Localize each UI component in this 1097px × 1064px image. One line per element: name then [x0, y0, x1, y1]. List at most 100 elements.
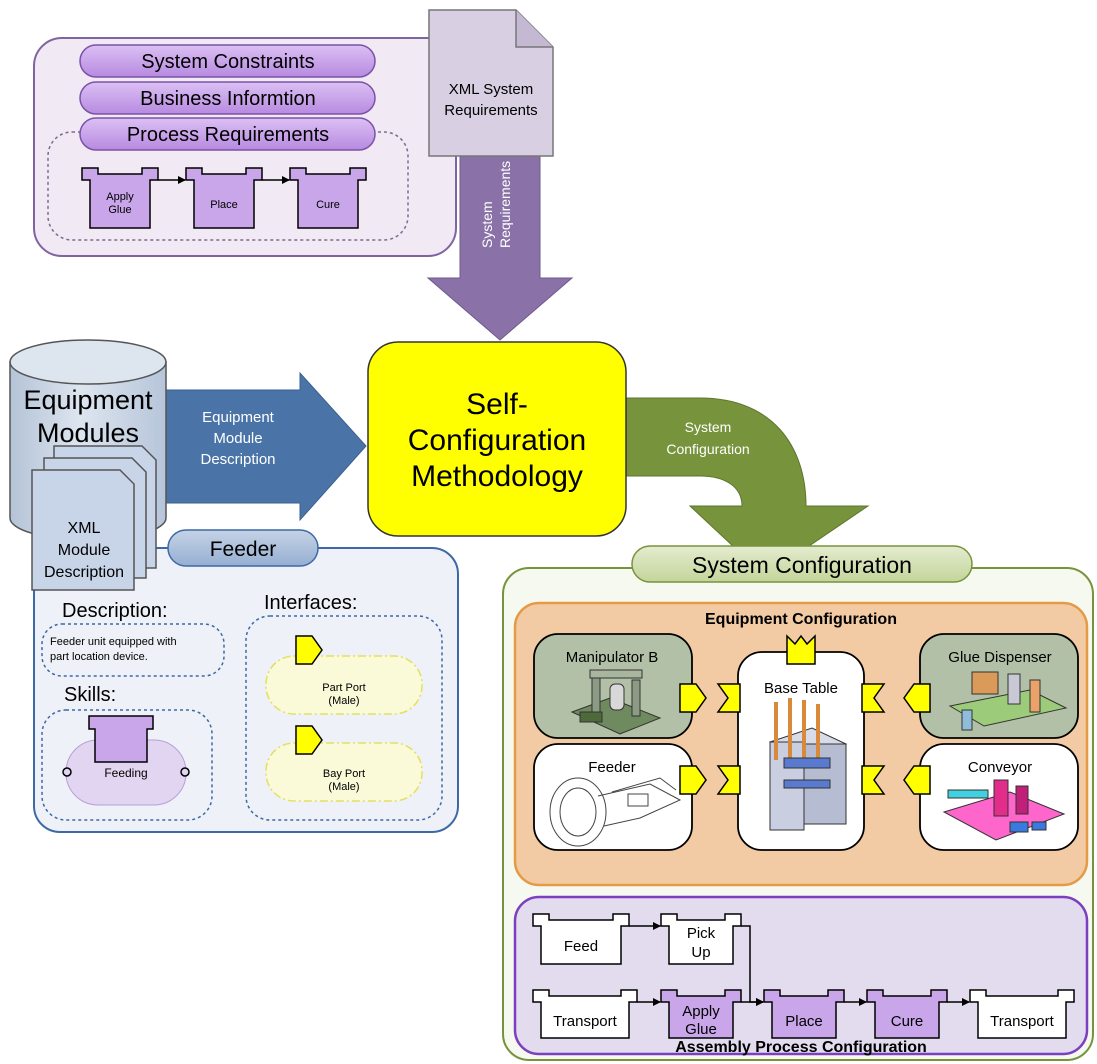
process-block-apply-glue: Apply Glue [660, 989, 742, 1039]
female-port-icon [861, 683, 886, 713]
system-constraints-label: System Constraints [141, 51, 314, 73]
interfaces-heading: Interfaces: [264, 592, 357, 614]
requirements-panel: System Constraints Business Informtion P… [33, 37, 457, 257]
process-step-place: Place [185, 167, 263, 229]
svg-text:Manipulator B: Manipulator B [566, 649, 659, 666]
process-step-cure: Cure [289, 167, 367, 229]
system-configuration-panel: Equipment Configuration Manipulator B Gl… [502, 545, 1094, 1061]
glue-dispenser-base-connector [861, 683, 931, 713]
svg-text:Configuration: Configuration [666, 441, 749, 457]
feeder-illustration [549, 777, 682, 847]
skill-port-right-icon [180, 767, 190, 777]
module-description-arrow: Equipment Module Description [159, 371, 367, 522]
glue-dispenser-illustration [948, 671, 1068, 731]
system-configuration-title-pill [631, 545, 973, 583]
male-port-icon [903, 683, 931, 713]
process-step-apply-glue: Apply Glue [81, 167, 159, 229]
manipulator-b-module: Manipulator B [533, 633, 693, 739]
conveyor-module: Conveyor [919, 743, 1079, 851]
svg-text:Glue: Glue [108, 204, 131, 216]
self-configuration-methodology: Self- Configuration Methodology [367, 341, 627, 537]
skill-block-icon [88, 715, 154, 763]
feeding-skill-label: Feeding [104, 766, 147, 780]
svg-text:Modules: Modules [37, 418, 139, 448]
svg-text:Requirements: Requirements [497, 161, 513, 248]
female-port-icon [861, 765, 886, 795]
base-table-top-port-icon [786, 634, 816, 665]
svg-text:Methodology: Methodology [411, 460, 583, 493]
feeder-title: Feeder [210, 538, 277, 561]
svg-text:Equipment: Equipment [202, 409, 275, 426]
process-requirements-label: Process Requirements [127, 124, 329, 146]
svg-text:Pick: Pick [687, 925, 716, 942]
svg-text:Place: Place [210, 199, 238, 211]
svg-text:(Male): (Male) [328, 781, 359, 793]
svg-text:Conveyor: Conveyor [968, 759, 1032, 776]
svg-text:Cure: Cure [316, 199, 340, 211]
svg-text:Apply: Apply [682, 1003, 720, 1020]
male-port-icon [903, 765, 931, 795]
svg-text:Module: Module [213, 430, 262, 447]
svg-text:Up: Up [691, 944, 710, 961]
manipulator-base-connector [679, 683, 741, 713]
conveyor-illustration [942, 779, 1066, 841]
bay-port-icon [295, 725, 323, 755]
svg-text:Bay Port: Bay Port [323, 768, 365, 780]
process-requirements-pill [79, 117, 376, 151]
svg-text:Apply: Apply [106, 191, 134, 203]
svg-text:Place: Place [785, 1013, 823, 1030]
system-constraints-pill [79, 44, 376, 78]
assembly-process-configuration-panel: Feed Pick Up Transport Apply Glue Place [513, 895, 1089, 1056]
svg-text:Description: Description [200, 451, 275, 468]
interfaces-box [245, 615, 443, 821]
svg-text:Base Table: Base Table [764, 680, 838, 697]
base-table-illustration [768, 698, 848, 831]
svg-text:(Male): (Male) [328, 695, 359, 707]
skills-box [41, 709, 213, 821]
part-port-icon [295, 635, 323, 665]
svg-text:Feed: Feed [564, 938, 598, 955]
svg-text:Equipment: Equipment [23, 385, 153, 415]
skills-heading: Skills: [64, 684, 116, 706]
manipulator-illustration [570, 669, 662, 735]
process-block-pick-up: Pick Up [660, 913, 742, 965]
part-port-interface: Part Port (Male) [265, 635, 423, 715]
system-configuration-arrow: System Configuration [619, 397, 870, 577]
system-requirements-arrow: System Requirements [426, 149, 574, 341]
male-port-icon [679, 765, 707, 795]
xml-system-requirements-document: XML System Requirements [428, 9, 554, 157]
svg-text:Module: Module [58, 542, 111, 559]
svg-text:System: System [685, 419, 732, 435]
svg-text:Glue: Glue [685, 1021, 717, 1038]
svg-text:Feeder: Feeder [588, 759, 636, 776]
svg-text:Glue Dispenser: Glue Dispenser [948, 649, 1051, 666]
description-text-line1: Feeder unit equipped with [50, 636, 177, 648]
equipment-configuration-title: Equipment Configuration [705, 611, 897, 628]
description-text-line2: part location device. [50, 651, 148, 663]
feeder-module-panel: Description: Feeder unit equipped with p… [33, 529, 459, 833]
svg-text:Cure: Cure [891, 1013, 924, 1030]
equipment-configuration-panel: Equipment Configuration Manipulator B Gl… [513, 601, 1089, 887]
feeder-base-connector [679, 765, 741, 795]
svg-text:Part Port: Part Port [322, 682, 365, 694]
svg-text:XML System: XML System [449, 81, 533, 98]
process-block-cure: Cure [866, 989, 948, 1039]
female-port-icon [716, 683, 741, 713]
process-block-place: Place [763, 989, 845, 1039]
xml-module-description-documents: XML Module Description [31, 445, 157, 591]
system-configuration-title: System Configuration [692, 552, 912, 578]
feeder-equipment-module: Feeder [533, 743, 693, 851]
glue-dispenser-module: Glue Dispenser [919, 633, 1079, 739]
business-information-label: Business Informtion [140, 88, 316, 110]
process-block-transport-end: Transport [969, 989, 1075, 1039]
feeder-title-pill [167, 529, 319, 567]
skill-port-left-icon [62, 767, 72, 777]
base-table-module: Base Table [737, 634, 865, 851]
male-port-icon [679, 683, 707, 713]
svg-text:Configuration: Configuration [408, 424, 586, 457]
svg-text:XML: XML [68, 520, 101, 537]
assembly-process-configuration-title: Assembly Process Configuration [675, 1039, 927, 1056]
conveyor-base-connector [861, 765, 931, 795]
process-block-transport-start: Transport [532, 989, 638, 1039]
